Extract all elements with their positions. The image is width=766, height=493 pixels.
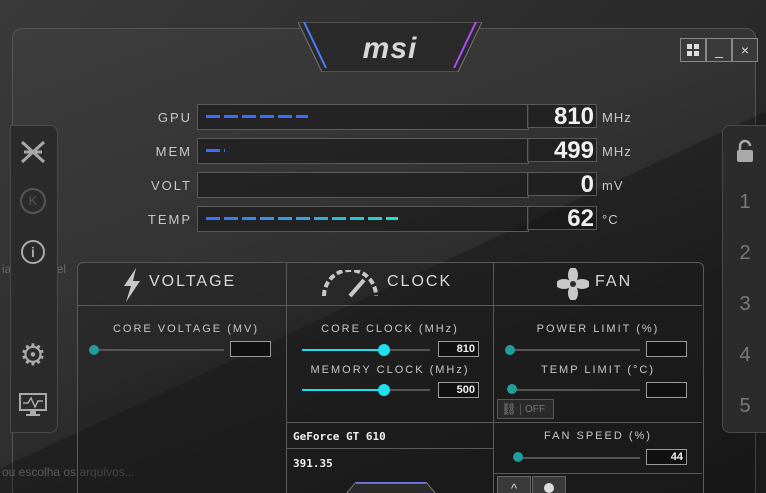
- speedometer-shape: [322, 268, 378, 298]
- temp-bar: [197, 206, 529, 232]
- volt-value: 0: [527, 172, 597, 197]
- lightning-icon: [120, 268, 144, 307]
- gpu-bar: [197, 104, 529, 130]
- msi-logo: msi: [362, 32, 418, 65]
- memory-clock-slider[interactable]: [302, 389, 430, 391]
- left-sidebar: [10, 125, 58, 433]
- lightning-shape: [124, 268, 140, 302]
- driver-version: 391.35: [293, 457, 333, 470]
- temp-value: 62: [527, 206, 597, 231]
- settings-gear-icon[interactable]: ⚙: [10, 332, 56, 378]
- core-clock-input[interactable]: 810: [438, 341, 479, 357]
- fan-link-off-label: OFF: [520, 403, 545, 415]
- core-clock-fill: [302, 349, 384, 351]
- speedometer-icon: [320, 268, 380, 303]
- gpu-value: 810: [527, 104, 597, 129]
- temp-limit-label: TEMP LIMIT (°C): [540, 364, 656, 376]
- fan-auto-button[interactable]: ^: [497, 476, 531, 493]
- power-limit-knob[interactable]: [505, 345, 515, 355]
- minimize-button[interactable]: _: [706, 38, 732, 62]
- k-boost-glyph: K: [20, 188, 46, 214]
- monitor-shape: [19, 393, 47, 416]
- info-icon[interactable]: i: [10, 229, 56, 275]
- user-icon: [544, 483, 554, 493]
- volt-label: VOLT: [151, 178, 192, 193]
- memory-clock-input[interactable]: 500: [438, 382, 479, 398]
- gpu-name: GeForce GT 610: [293, 430, 386, 443]
- logo-plate-shape: [298, 22, 482, 72]
- core-clock-label: CORE CLOCK (MHz): [321, 323, 459, 335]
- fan-icon: [556, 267, 590, 305]
- bottom-plate: [346, 482, 436, 493]
- memory-clock-label: MEMORY CLOCK (MHz): [310, 364, 470, 376]
- temp-limit-slider[interactable]: [510, 389, 640, 391]
- core-voltage-knob[interactable]: [89, 345, 99, 355]
- right-sidebar: [722, 125, 766, 433]
- mem-unit: MHz: [602, 144, 632, 159]
- profile-3-button[interactable]: 3: [739, 292, 751, 315]
- close-button[interactable]: ×: [732, 38, 758, 62]
- gpu-label: GPU: [157, 110, 192, 125]
- mem-label: MEM: [155, 144, 192, 159]
- temp-limit-input[interactable]: [646, 382, 687, 398]
- info-glyph: i: [21, 240, 45, 264]
- fan-speed-input[interactable]: 44: [646, 449, 687, 465]
- voltage-title: VOLTAGE: [149, 273, 237, 290]
- core-voltage-slider[interactable]: [92, 349, 224, 351]
- mem-value: 499: [527, 138, 597, 163]
- background-hint-text: ou escolha os arquivos...: [2, 465, 135, 479]
- temp-unit: °C: [602, 212, 619, 227]
- fan-speed-label: FAN SPEED (%): [544, 430, 652, 442]
- k-boost-icon[interactable]: K: [10, 178, 56, 224]
- fan-speed-slider[interactable]: [518, 457, 640, 459]
- temp-label: TEMP: [147, 212, 192, 227]
- fan-link-toggle[interactable]: ⛓ OFF: [497, 399, 554, 419]
- msi-dragon-icon[interactable]: [10, 128, 56, 174]
- logo-plate: msi: [298, 22, 482, 72]
- core-voltage-input[interactable]: [230, 341, 271, 357]
- monitor-icon[interactable]: [10, 382, 56, 428]
- fan-user-button[interactable]: [532, 476, 566, 493]
- core-clock-slider[interactable]: [302, 349, 430, 351]
- profile-5-button[interactable]: 5: [739, 394, 751, 417]
- msi-dragon-shape: [20, 140, 46, 164]
- fan-shape: [556, 267, 590, 301]
- lock-icon[interactable]: [722, 128, 766, 174]
- fan-speed-knob[interactable]: [513, 452, 523, 462]
- core-voltage-label: CORE VOLTAGE (MV): [112, 323, 260, 335]
- clock-title: CLOCK: [387, 273, 453, 290]
- profile-1-button[interactable]: 1: [739, 190, 751, 213]
- profile-2-button[interactable]: 2: [739, 241, 751, 264]
- power-limit-label: POWER LIMIT (%): [536, 323, 660, 335]
- mem-bar: [197, 138, 529, 164]
- core-clock-knob[interactable]: [377, 344, 390, 356]
- windows-icon-shape: [687, 44, 699, 56]
- fan-title: FAN: [595, 273, 633, 290]
- temp-limit-knob[interactable]: [507, 384, 517, 394]
- memory-clock-fill: [302, 389, 384, 391]
- volt-bar: [197, 172, 529, 198]
- caret-up-icon: ^: [510, 480, 518, 493]
- profile-4-button[interactable]: 4: [739, 343, 751, 366]
- link-icon: ⛓: [501, 402, 517, 416]
- power-limit-slider[interactable]: [510, 349, 640, 351]
- volt-unit: mV: [602, 178, 624, 193]
- memory-clock-knob[interactable]: [377, 384, 390, 396]
- gpu-unit: MHz: [602, 110, 632, 125]
- windows-icon[interactable]: [680, 38, 706, 62]
- control-panel: [77, 262, 704, 493]
- settings-gear-glyph: ⚙: [19, 338, 47, 372]
- power-limit-input[interactable]: [646, 341, 687, 357]
- lock-shape: [737, 139, 753, 162]
